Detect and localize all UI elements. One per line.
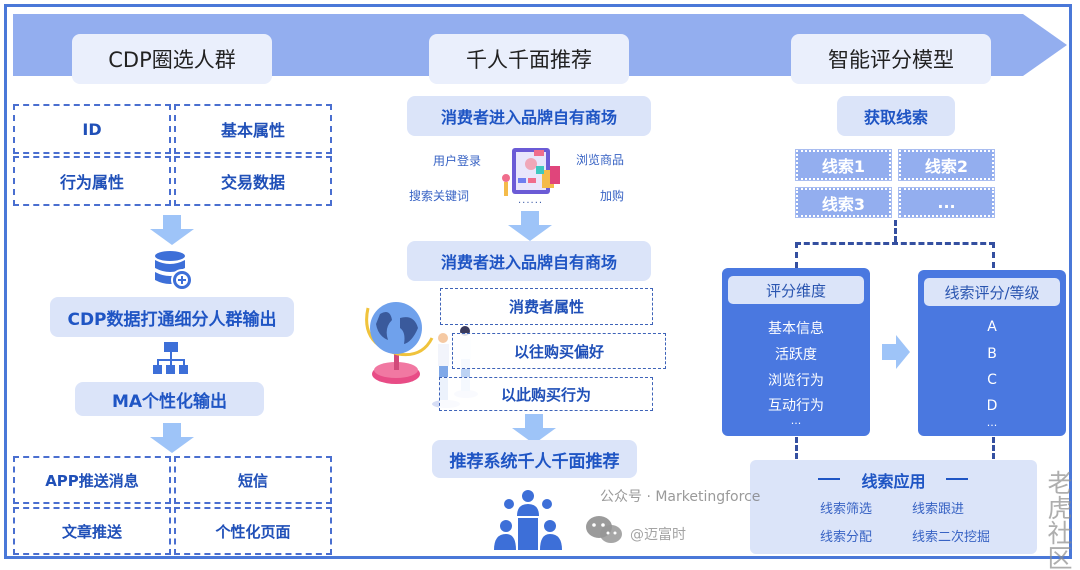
flow-arrow-tip — [1023, 14, 1067, 76]
factor-purchase-behavior: 以此购买行为 — [439, 377, 653, 411]
acquire-leads: 获取线索 — [837, 96, 955, 136]
ma-output-article-push: 文章推送 — [13, 507, 171, 555]
globe-icon — [365, 302, 434, 384]
ma-personalized-output: MA个性化输出 — [75, 382, 264, 416]
wechat-icon — [586, 516, 622, 543]
grade-d: D — [986, 398, 998, 414]
arrow-down-icon — [150, 423, 194, 453]
cdp-input-behavior-attributes: 行为属性 — [13, 156, 171, 206]
connector-line — [992, 437, 995, 459]
watermark-brand: 老虎社区 — [1044, 470, 1073, 570]
action-search-keywords: 搜索关键词 — [409, 189, 470, 203]
diagram-frame — [4, 4, 1072, 559]
lead-application-box: 线索应用 线索筛选 线索跟进 线索分配 线索二次挖掘 — [750, 460, 1037, 554]
cdp-process-output: CDP数据打通细分人群输出 — [50, 297, 294, 337]
grade-b: B — [987, 346, 997, 362]
dimension-more: ... — [790, 414, 802, 427]
arrow-right-icon — [882, 335, 910, 369]
watermark-wechat-account: 公众号 · Marketingforce — [600, 489, 761, 505]
ma-output-sms: 短信 — [174, 456, 332, 504]
column-title-recommend: 千人千面推荐 — [429, 34, 629, 84]
action-add-to-cart: 加购 — [600, 189, 625, 203]
application-filter: 线索筛选 — [820, 502, 873, 517]
connector-line — [992, 242, 995, 268]
lead-grades-title: 线索评分/等级 — [924, 278, 1060, 306]
shopping-illustration-icon — [502, 148, 560, 196]
dimension-browsing: 浏览行为 — [768, 373, 824, 389]
cdp-input-transaction-data: 交易数据 — [174, 156, 332, 206]
scoring-dimensions-title: 评分维度 — [728, 276, 864, 304]
title-dash-left — [818, 478, 840, 480]
database-add-icon — [155, 251, 193, 291]
lead-more: ... — [898, 187, 995, 218]
action-browse-products: 浏览商品 — [576, 153, 625, 167]
consumer-enters-mall-2: 消费者进入品牌自有商场 — [407, 241, 651, 281]
connector-line — [795, 242, 798, 268]
lead-1: 线索1 — [795, 149, 892, 181]
connector-line — [795, 437, 798, 459]
application-follow-up: 线索跟进 — [912, 502, 965, 517]
watermark-author: @迈富时 — [630, 527, 686, 543]
more-actions-ellipsis: ...... — [518, 195, 544, 206]
scoring-dimensions-box: 评分维度 基本信息 活跃度 浏览行为 互动行为 ... — [722, 268, 870, 436]
connector-line — [894, 220, 897, 242]
grade-a: A — [987, 319, 997, 335]
factor-consumer-attributes: 消费者属性 — [440, 288, 653, 325]
column-title-cdp: CDP圈选人群 — [72, 34, 272, 84]
arrow-down-icon — [150, 215, 194, 245]
action-user-login: 用户登录 — [433, 154, 482, 168]
grade-more: ... — [986, 416, 998, 429]
connector-line — [795, 242, 995, 245]
dimension-basic-info: 基本信息 — [768, 321, 824, 337]
application-assign: 线索分配 — [820, 530, 873, 545]
ma-output-personalized-page: 个性化页面 — [174, 507, 332, 555]
ma-output-app-push: APP推送消息 — [13, 456, 171, 504]
dimension-activity: 活跃度 — [775, 347, 817, 363]
meeting-people-icon — [494, 490, 562, 550]
consumer-enters-mall-1: 消费者进入品牌自有商场 — [407, 96, 651, 136]
lead-grades-box: 线索评分/等级 A B C D ... — [918, 270, 1066, 436]
recommendation-system-result: 推荐系统千人千面推荐 — [432, 440, 637, 478]
hierarchy-icon — [153, 342, 188, 374]
application-secondary-mining: 线索二次挖掘 — [912, 530, 991, 545]
column-title-scoring: 智能评分模型 — [791, 34, 991, 84]
title-dash-right — [946, 478, 968, 480]
cdp-input-id: ID — [13, 104, 171, 154]
cdp-input-basic-attributes: 基本属性 — [174, 104, 332, 154]
grade-c: C — [987, 372, 997, 388]
lead-application-title: 线索应用 — [861, 472, 926, 491]
lead-2: 线索2 — [898, 149, 995, 181]
dimension-interaction: 互动行为 — [768, 398, 824, 414]
factor-past-purchase-preference: 以往购买偏好 — [452, 333, 666, 369]
arrow-down-icon — [508, 211, 552, 241]
lead-3: 线索3 — [795, 187, 892, 218]
